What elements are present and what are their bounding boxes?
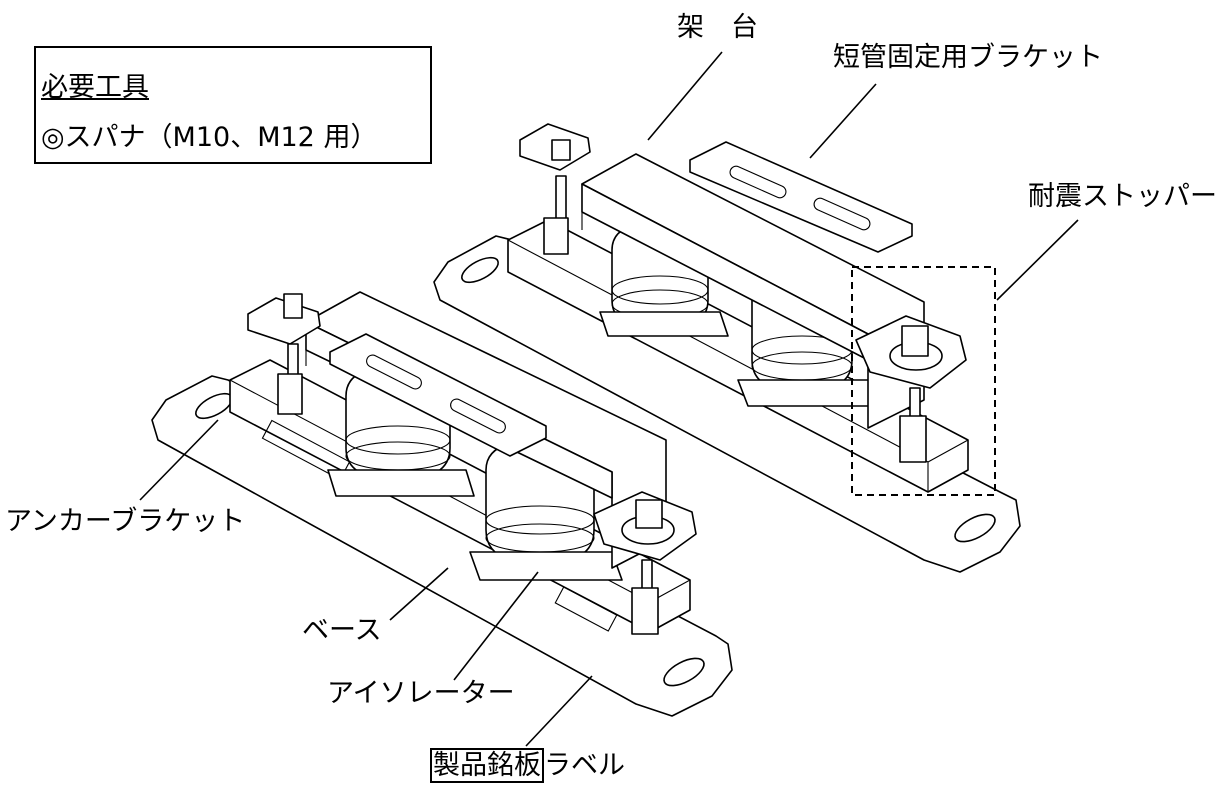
leader-short-pipe-bracket [809, 83, 877, 159]
label-isolator: アイソレーター [327, 678, 515, 709]
leader-anchor-bracket [139, 419, 219, 501]
required-tools-box: 必要工具 ◎スパナ（M10、M12 用） [34, 46, 432, 164]
label-anchor-bracket: アンカーブラケット [5, 506, 246, 537]
label-nameplate-suffix: ラベル [544, 750, 625, 781]
front-anchor-plate [151, 375, 733, 717]
back-anchor-slot-left [461, 256, 499, 284]
back-isolator-unit [433, 123, 1021, 573]
front-short-pipe-bracket [329, 333, 547, 457]
leader-nameplate [525, 675, 593, 747]
back-anchor-slot-right [954, 513, 996, 543]
front-stopper-bolt-right [593, 491, 697, 635]
leader-isolator [453, 571, 539, 681]
label-nameplate: 製品銘板ラベル [430, 748, 625, 783]
leader-seismic-stopper [996, 219, 1079, 301]
back-stopper-bolt-right [855, 315, 967, 463]
front-nameplate-area [554, 586, 618, 632]
front-anchor-slot-right [663, 657, 705, 687]
leader-base [389, 567, 449, 621]
leader-stand [647, 51, 723, 141]
label-base: ベース [302, 615, 382, 646]
required-tools-heading: 必要工具 [41, 72, 149, 103]
label-short-pipe-bracket: 短管固定用ブラケット [833, 42, 1103, 73]
front-isolator-unit [151, 291, 733, 717]
front-stopper-bolt-left [247, 293, 321, 415]
label-seismic-stopper: 耐震ストッパー [1028, 181, 1217, 212]
seismic-stopper-highlight [851, 266, 996, 496]
back-stopper-bolt-left [519, 123, 591, 255]
label-nameplate-boxed: 製品銘板 [430, 748, 544, 783]
label-stand: 架 台 [677, 12, 758, 43]
required-tools-item: ◎スパナ（M10、M12 用） [41, 122, 378, 153]
